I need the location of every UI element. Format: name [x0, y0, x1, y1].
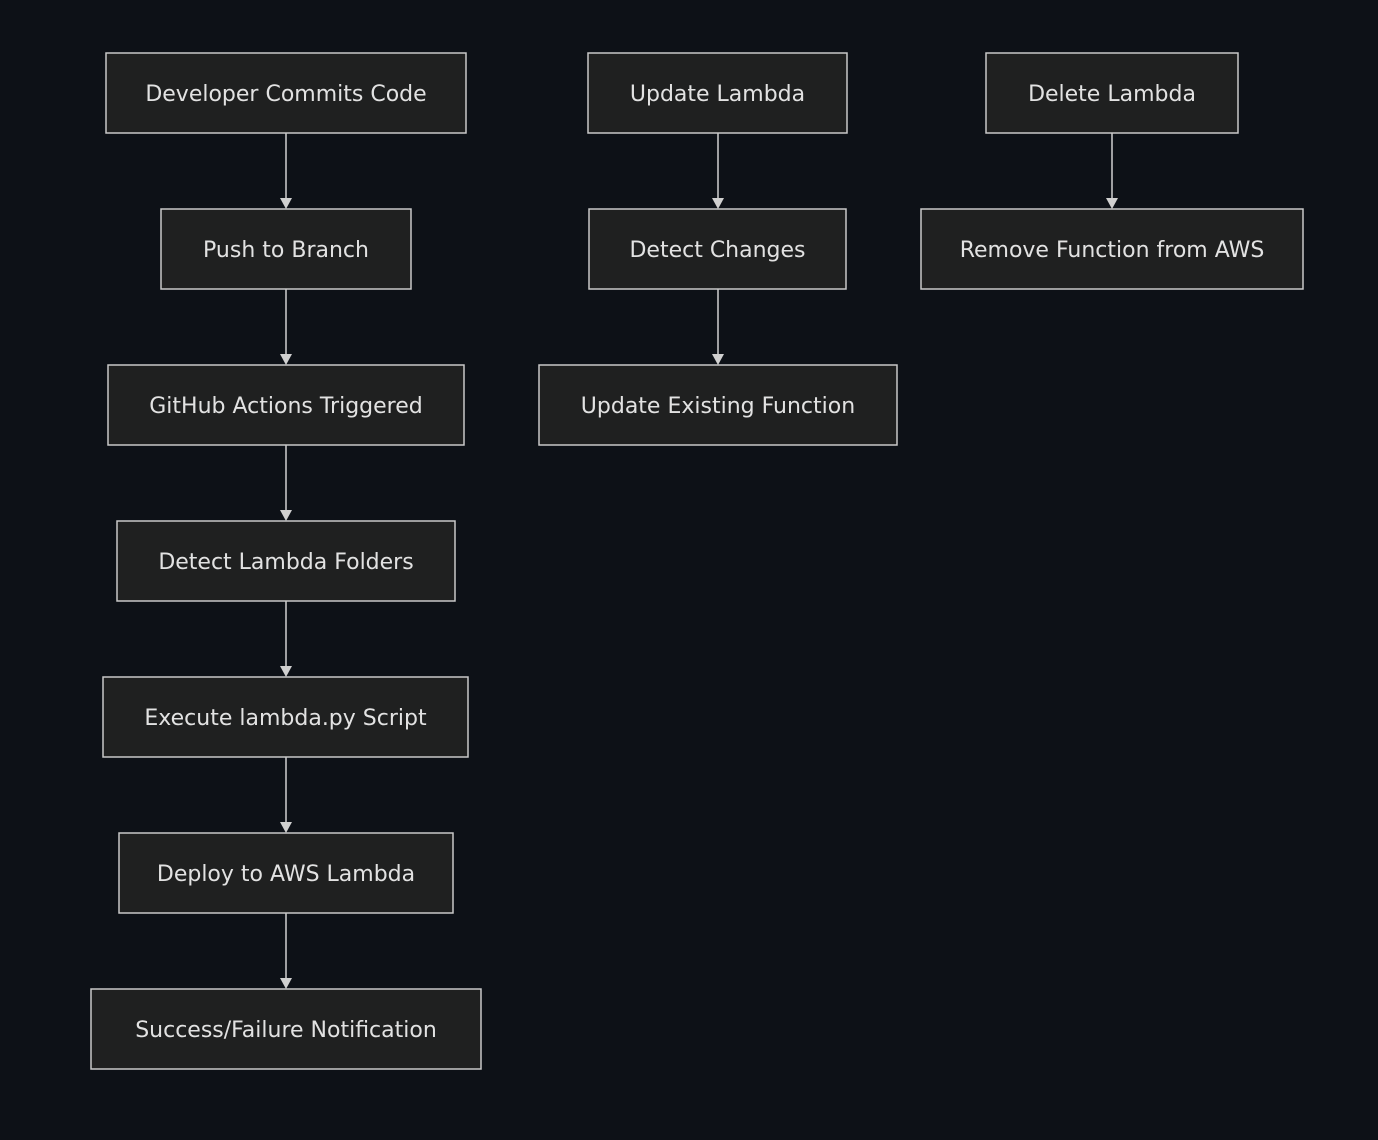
- node-label: Detect Changes: [629, 238, 805, 263]
- node-detect-folders: Detect Lambda Folders: [116, 520, 456, 602]
- edge-detect-folders-to-execute: [280, 601, 292, 677]
- arrowhead: [280, 822, 292, 833]
- node-box: [538, 364, 898, 446]
- edge-actions-to-detect-folders: [280, 445, 292, 521]
- node-box: [587, 52, 848, 134]
- edge-push-to-actions: [280, 289, 292, 365]
- arrowhead: [280, 198, 292, 209]
- node-actions: GitHub Actions Triggered: [107, 364, 465, 446]
- node-box: [102, 676, 469, 758]
- node-label: Update Lambda: [630, 82, 805, 107]
- node-detect-changes: Detect Changes: [588, 208, 847, 290]
- edge-execute-to-deploy: [280, 757, 292, 833]
- edge-delete-to-remove: [1106, 133, 1118, 209]
- edge-deploy-to-notify: [280, 913, 292, 989]
- node-label: Deploy to AWS Lambda: [157, 862, 415, 887]
- arrowhead: [712, 354, 724, 365]
- arrowhead: [280, 666, 292, 677]
- node-label: Update Existing Function: [581, 394, 855, 419]
- edge-detect-changes-to-update-existing: [712, 289, 724, 365]
- node-push: Push to Branch: [160, 208, 412, 290]
- node-box: [107, 364, 465, 446]
- arrowhead: [1106, 198, 1118, 209]
- node-label: Developer Commits Code: [145, 82, 426, 107]
- node-notify: Success/Failure Notification: [90, 988, 482, 1070]
- node-label: Execute lambda.py Script: [144, 706, 427, 731]
- node-execute: Execute lambda.py Script: [102, 676, 469, 758]
- node-label: Remove Function from AWS: [960, 238, 1265, 263]
- arrowhead: [280, 354, 292, 365]
- edges-layer: [280, 133, 1118, 989]
- node-box: [920, 208, 1304, 290]
- node-box: [985, 52, 1239, 134]
- node-update: Update Lambda: [587, 52, 848, 134]
- node-label: Detect Lambda Folders: [158, 550, 413, 575]
- node-label: Success/Failure Notification: [135, 1018, 437, 1043]
- arrowhead: [280, 510, 292, 521]
- edge-commit-to-push: [280, 133, 292, 209]
- node-box: [160, 208, 412, 290]
- node-box: [105, 52, 467, 134]
- node-update-existing: Update Existing Function: [538, 364, 898, 446]
- node-label: Push to Branch: [203, 238, 369, 263]
- node-box: [118, 832, 454, 914]
- node-commit: Developer Commits Code: [105, 52, 467, 134]
- node-remove: Remove Function from AWS: [920, 208, 1304, 290]
- node-deploy: Deploy to AWS Lambda: [118, 832, 454, 914]
- edge-update-to-detect-changes: [712, 133, 724, 209]
- node-label: Delete Lambda: [1028, 82, 1196, 107]
- node-delete: Delete Lambda: [985, 52, 1239, 134]
- node-box: [588, 208, 847, 290]
- node-box: [90, 988, 482, 1070]
- arrowhead: [712, 198, 724, 209]
- node-box: [116, 520, 456, 602]
- node-label: GitHub Actions Triggered: [149, 394, 422, 419]
- arrowhead: [280, 978, 292, 989]
